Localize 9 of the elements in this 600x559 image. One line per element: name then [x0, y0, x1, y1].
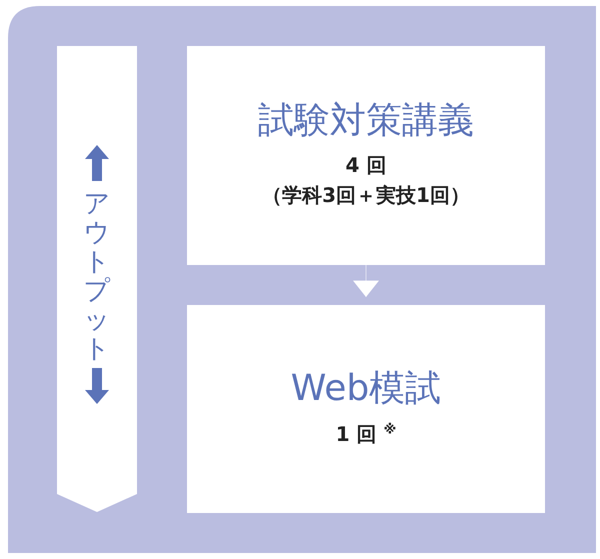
- step-title: Web模試: [290, 369, 442, 409]
- vertical-label: アウトプット: [83, 190, 111, 364]
- count-text: （学科3回＋実技1回）: [262, 182, 470, 210]
- flow-arrow: [353, 264, 379, 298]
- step-box: [187, 46, 545, 265]
- step-box: [187, 305, 545, 513]
- count-text: 1 回 $^{※}$: [336, 420, 396, 448]
- step-title: 試験対策講義: [258, 100, 474, 140]
- count-text: 4 回: [346, 152, 386, 180]
